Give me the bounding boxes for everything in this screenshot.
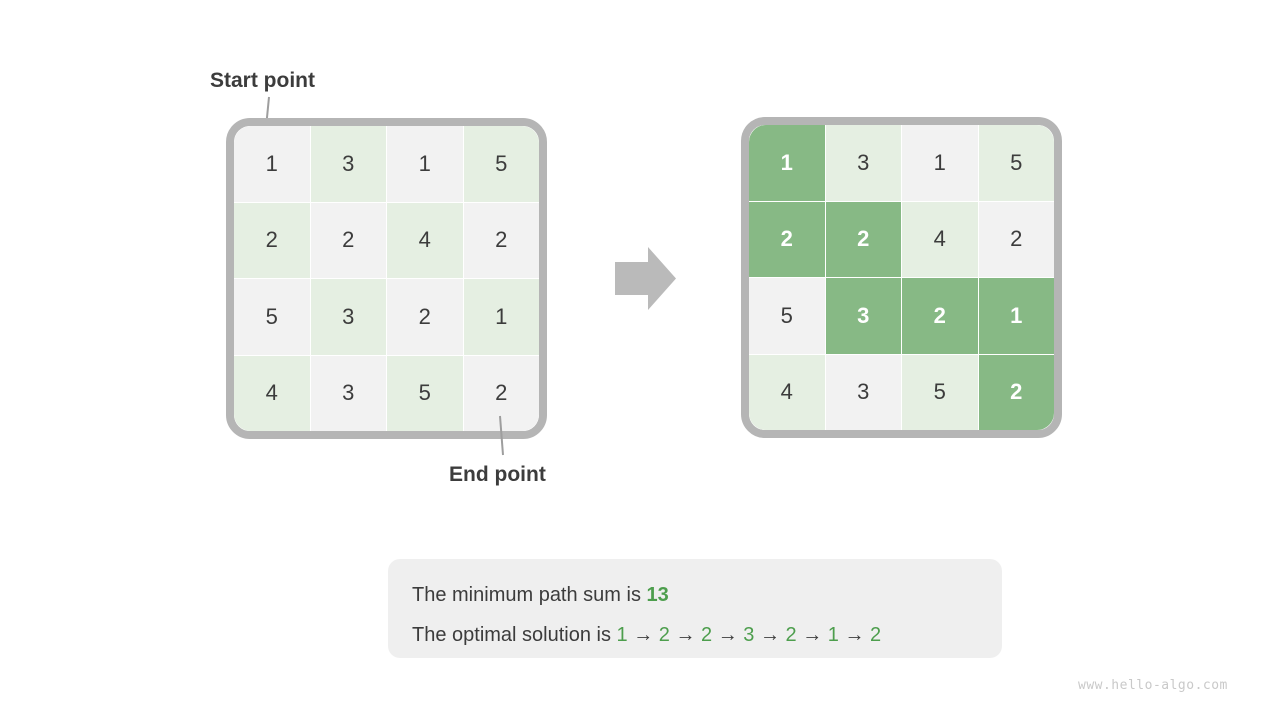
grid-cell: 3 bbox=[310, 126, 386, 202]
sequence-path-value: 2 bbox=[870, 623, 882, 646]
solution-sequence: 1 → 2 → 2 → 3 → 2 → 1 → 2 bbox=[617, 624, 882, 646]
grid-cell: 3 bbox=[825, 354, 901, 430]
grid-cell-path: 2 bbox=[978, 354, 1054, 430]
end-point-label: End point bbox=[449, 463, 546, 486]
grid-cell: 1 bbox=[234, 126, 310, 202]
sequence-path-value: 2 bbox=[658, 623, 670, 646]
grid-cell: 4 bbox=[749, 354, 825, 430]
grid-cell-path: 2 bbox=[825, 201, 901, 277]
grid-cell: 3 bbox=[310, 355, 386, 431]
optimal-solution-line: The optimal solution is 1 → 2 → 2 → 3 → … bbox=[412, 615, 1002, 655]
grid-cell: 4 bbox=[234, 355, 310, 431]
grid-cell: 5 bbox=[749, 278, 825, 354]
sequence-arrow-glyph: → bbox=[796, 623, 828, 646]
grid-cell: 5 bbox=[234, 279, 310, 355]
grid-cell-path: 1 bbox=[978, 278, 1054, 354]
sequence-path-value: 3 bbox=[743, 623, 755, 646]
sequence-arrow-glyph: → bbox=[838, 623, 871, 646]
grid-cell: 2 bbox=[978, 201, 1054, 277]
grid-cell-path: 2 bbox=[902, 278, 978, 354]
sequence-path-value: 2 bbox=[785, 623, 797, 646]
grid-cell: 3 bbox=[825, 125, 901, 201]
optimal-solution-text: The optimal solution is bbox=[412, 623, 617, 646]
start-point-label: Start point bbox=[210, 69, 315, 92]
end-point-connector-line bbox=[499, 415, 504, 456]
grid-cell: 2 bbox=[463, 355, 539, 431]
grid-cell: 5 bbox=[463, 126, 539, 202]
sequence-arrow-glyph: → bbox=[669, 623, 702, 646]
grid-cell: 2 bbox=[387, 279, 463, 355]
grid-cell: 1 bbox=[463, 279, 539, 355]
grid-cell: 3 bbox=[310, 279, 386, 355]
grid-cell-path: 2 bbox=[749, 201, 825, 277]
sequence-arrow-glyph: → bbox=[627, 623, 659, 646]
min-sum-line: The minimum path sum is 13 bbox=[412, 575, 1002, 615]
grid-cell: 2 bbox=[463, 202, 539, 278]
grid-cell-path: 1 bbox=[749, 125, 825, 201]
grid-cell: 5 bbox=[387, 355, 463, 431]
grid-cell-path: 3 bbox=[825, 278, 901, 354]
sequence-path-value: 1 bbox=[616, 623, 628, 646]
grid-cell: 2 bbox=[234, 202, 310, 278]
min-sum-text: The minimum path sum is bbox=[412, 583, 647, 606]
min-sum-value: 13 bbox=[646, 583, 669, 606]
grid-cell: 1 bbox=[387, 126, 463, 202]
grid-cell: 1 bbox=[902, 125, 978, 201]
result-caption-box: The minimum path sum is 13 The optimal s… bbox=[388, 559, 1002, 658]
grid-cell: 5 bbox=[902, 354, 978, 430]
sequence-arrow-glyph: → bbox=[754, 623, 786, 646]
grid-cell: 4 bbox=[387, 202, 463, 278]
transform-arrow-icon bbox=[615, 247, 676, 310]
grid-cell: 4 bbox=[902, 201, 978, 277]
sequence-path-value: 1 bbox=[827, 623, 839, 646]
sequence-arrow-glyph: → bbox=[712, 623, 744, 646]
grid-cell: 2 bbox=[310, 202, 386, 278]
watermark: www.hello-algo.com bbox=[1078, 678, 1228, 693]
sequence-path-value: 2 bbox=[701, 623, 713, 646]
grid-cell: 5 bbox=[978, 125, 1054, 201]
